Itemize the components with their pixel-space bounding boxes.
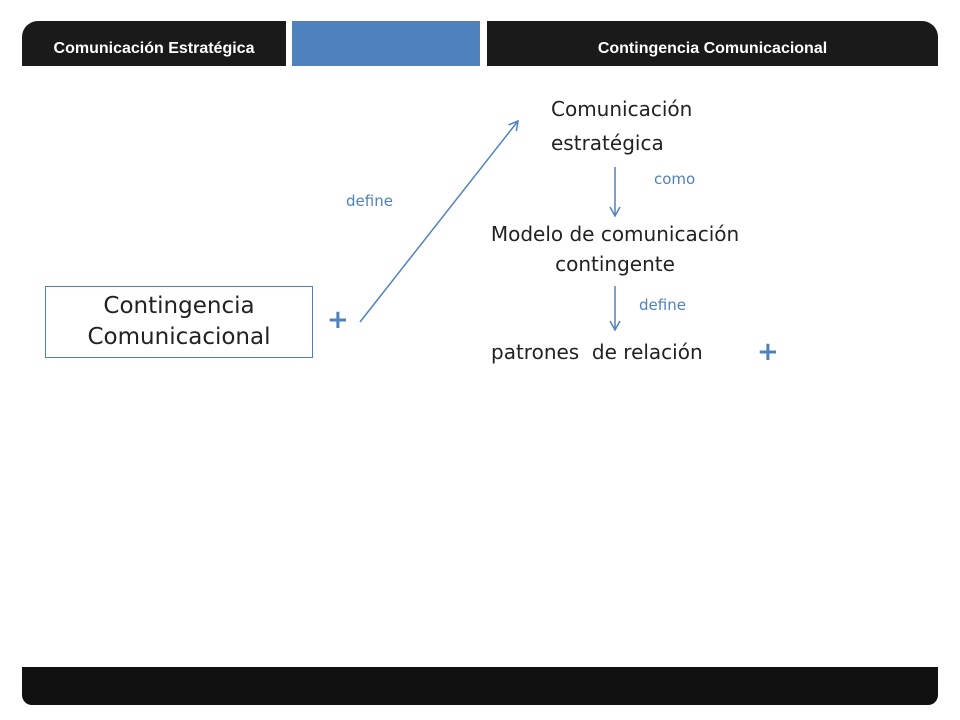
node-comunicacion-estrategica: Comunicación estratégica [551, 92, 692, 160]
node-top-line-1: Comunicación [551, 97, 693, 121]
label-como: como [654, 170, 696, 188]
plus-left: + [327, 305, 349, 335]
header-left-label: Comunicación Estratégica [53, 40, 255, 57]
node-middle-line-1: Modelo de comunicación [490, 222, 740, 246]
header-tab-left: Comunicación Estratégica [22, 21, 286, 66]
footer-bar [22, 667, 938, 705]
arrow-define-diagonal [359, 119, 519, 323]
node-modelo: Modelo de comunicación contingente [455, 219, 775, 279]
node-patrones: patrones de relación [491, 340, 703, 364]
box-line-1: Contingencia [103, 293, 255, 319]
contingencia-box: Contingencia Comunicacional [45, 286, 313, 358]
plus-right: + [757, 337, 779, 367]
header-bar: Comunicación Estratégica Contingencia Co… [22, 21, 938, 66]
label-define-down: define [639, 296, 686, 314]
header-tab-right: Contingencia Comunicacional [487, 21, 938, 66]
header-right-label: Contingencia Comunicacional [597, 40, 828, 57]
header-accent-block [292, 21, 480, 66]
label-define-diagonal: define [346, 192, 393, 210]
box-line-2: Comunicacional [87, 324, 271, 350]
node-middle-line-2: contingente [555, 252, 675, 276]
node-top-line-2: estratégica [551, 131, 664, 155]
